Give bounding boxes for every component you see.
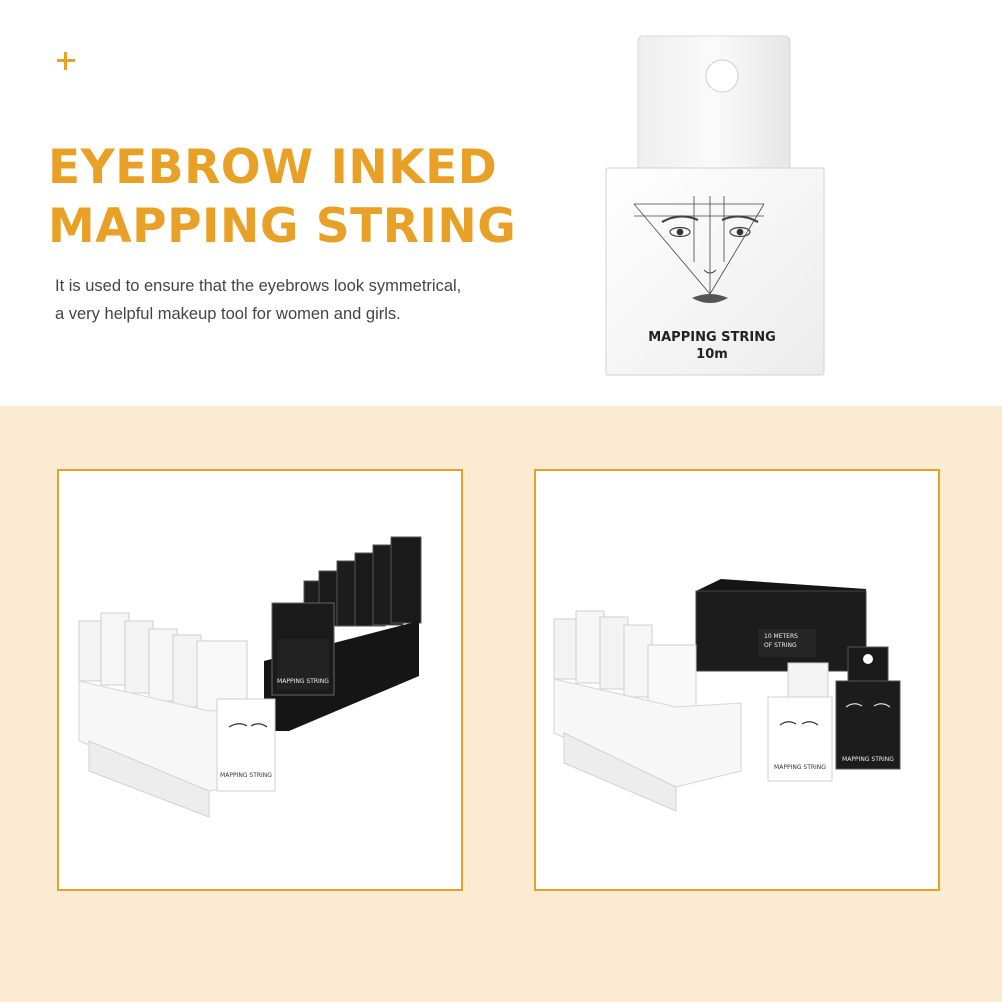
black-box-label: MAPPING STRING: [277, 678, 329, 685]
hero-product-image: MAPPING STRING 10m: [605, 35, 825, 376]
black-box-label: MAPPING STRING: [842, 756, 894, 763]
plus-icon: [55, 50, 77, 72]
white-display-tray: MAPPING STRING: [78, 612, 276, 818]
black-product-box: MAPPING STRING: [835, 646, 901, 770]
white-box-label: MAPPING STRING: [774, 764, 826, 771]
display-trays-image: MAPPING STRING MAPPING STRING: [78, 536, 422, 818]
face-diagram-icon: [633, 196, 765, 303]
box-length: 10m: [696, 347, 728, 362]
gallery-panel-right: 10 METERS OF STRING MAPPING STRING MAPP: [534, 469, 940, 891]
box-label: MAPPING STRING: [648, 330, 776, 345]
product-description: It is used to ensure that the eyebrows l…: [55, 272, 575, 328]
product-set-image: 10 METERS OF STRING MAPPING STRING MAPP: [553, 579, 901, 812]
black-gift-box: 10 METERS OF STRING: [695, 579, 867, 672]
gallery-panel-left: MAPPING STRING MAPPING STRING: [57, 469, 463, 891]
black-box-text-line-2: OF STRING: [764, 642, 797, 649]
white-box-label: MAPPING STRING: [220, 772, 272, 779]
black-display-tray: MAPPING STRING: [264, 536, 422, 731]
description-line-2: a very helpful makeup tool for women and…: [55, 305, 401, 323]
headline-line-1: EYEBROW INKED: [48, 140, 498, 195]
white-display-tray: [553, 610, 742, 812]
black-box-text-line-1: 10 METERS: [764, 633, 798, 640]
headline-line-2: MAPPING STRING: [48, 199, 517, 254]
product-headline: EYEBROW INKED MAPPING STRING: [48, 138, 568, 256]
intro-section: [0, 0, 1002, 406]
description-line-1: It is used to ensure that the eyebrows l…: [55, 277, 462, 295]
white-product-box: MAPPING STRING: [767, 662, 833, 782]
